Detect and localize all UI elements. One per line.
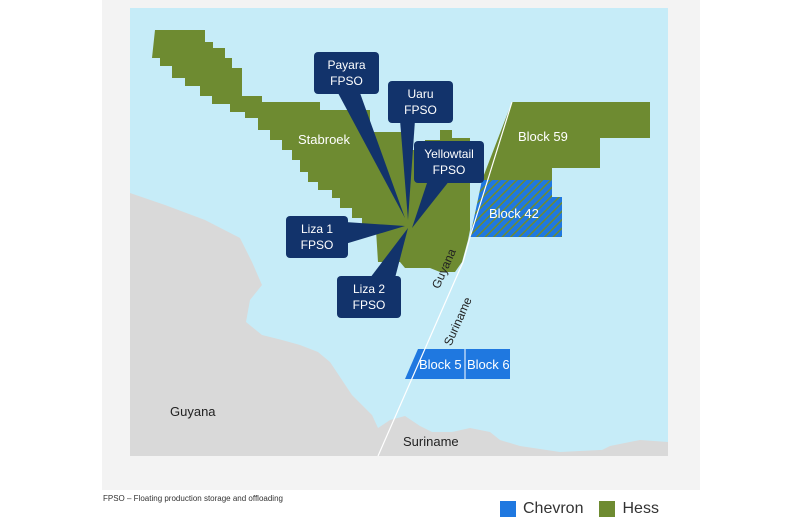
fpso-liza-1-name: Liza 1	[300, 222, 334, 236]
fpso-payara: Payara FPSO	[314, 52, 379, 94]
liza1-pointer	[345, 222, 405, 244]
block-stabroek-area	[152, 30, 470, 272]
payara-pointer	[338, 93, 405, 218]
fpso-yellowtail-name: Yellowtail	[424, 147, 474, 161]
label-block-42: Block 42	[489, 206, 539, 221]
legend-item-chevron: Chevron	[500, 500, 583, 518]
fpso-liza-2-name: Liza 2	[352, 282, 386, 296]
guyana-suriname-border	[377, 101, 513, 457]
label-country-suriname: Suriname	[403, 434, 459, 449]
legend-label-hess: Hess	[622, 500, 659, 517]
fpso-yellowtail-type: FPSO	[432, 163, 466, 177]
uaru-pointer	[400, 120, 415, 220]
fpso-liza-2: Liza 2 FPSO	[337, 276, 401, 318]
fpso-yellowtail: Yellowtail FPSO	[414, 141, 484, 183]
label-stabroek: Stabroek	[298, 132, 351, 147]
fpso-uaru: Uaru FPSO	[388, 81, 453, 123]
legend-swatch-hess	[599, 501, 616, 517]
legend: Chevron Hess	[500, 500, 675, 518]
block-59-area	[482, 102, 650, 180]
legend-swatch-chevron	[500, 501, 516, 517]
land-guyana	[130, 193, 378, 456]
footnote: FPSO – Floating production storage and o…	[103, 494, 283, 503]
block-6-area	[465, 349, 510, 379]
block-42-area	[470, 180, 562, 237]
land-suriname	[378, 416, 668, 456]
label-block-59: Block 59	[518, 129, 568, 144]
fpso-liza-1: Liza 1 FPSO	[286, 216, 348, 258]
legend-item-hess: Hess	[599, 500, 659, 518]
fpso-payara-name: Payara	[327, 58, 366, 72]
fpso-payara-type: FPSO	[330, 74, 363, 88]
block-5-area	[405, 349, 465, 379]
yellowtail-pointer	[412, 180, 450, 228]
legend-label-chevron: Chevron	[523, 500, 584, 517]
fpso-uaru-type: FPSO	[404, 103, 437, 117]
label-block-6: Block 6	[467, 357, 510, 372]
fpso-liza-2-type: FPSO	[352, 298, 386, 312]
land-suriname-east	[590, 440, 668, 456]
fpso-liza-1-type: FPSO	[300, 238, 334, 252]
fpso-uaru-name: Uaru	[407, 87, 434, 101]
label-block-5: Block 5	[419, 357, 462, 372]
liza2-pointer	[370, 228, 408, 278]
label-country-guyana: Guyana	[170, 404, 216, 419]
